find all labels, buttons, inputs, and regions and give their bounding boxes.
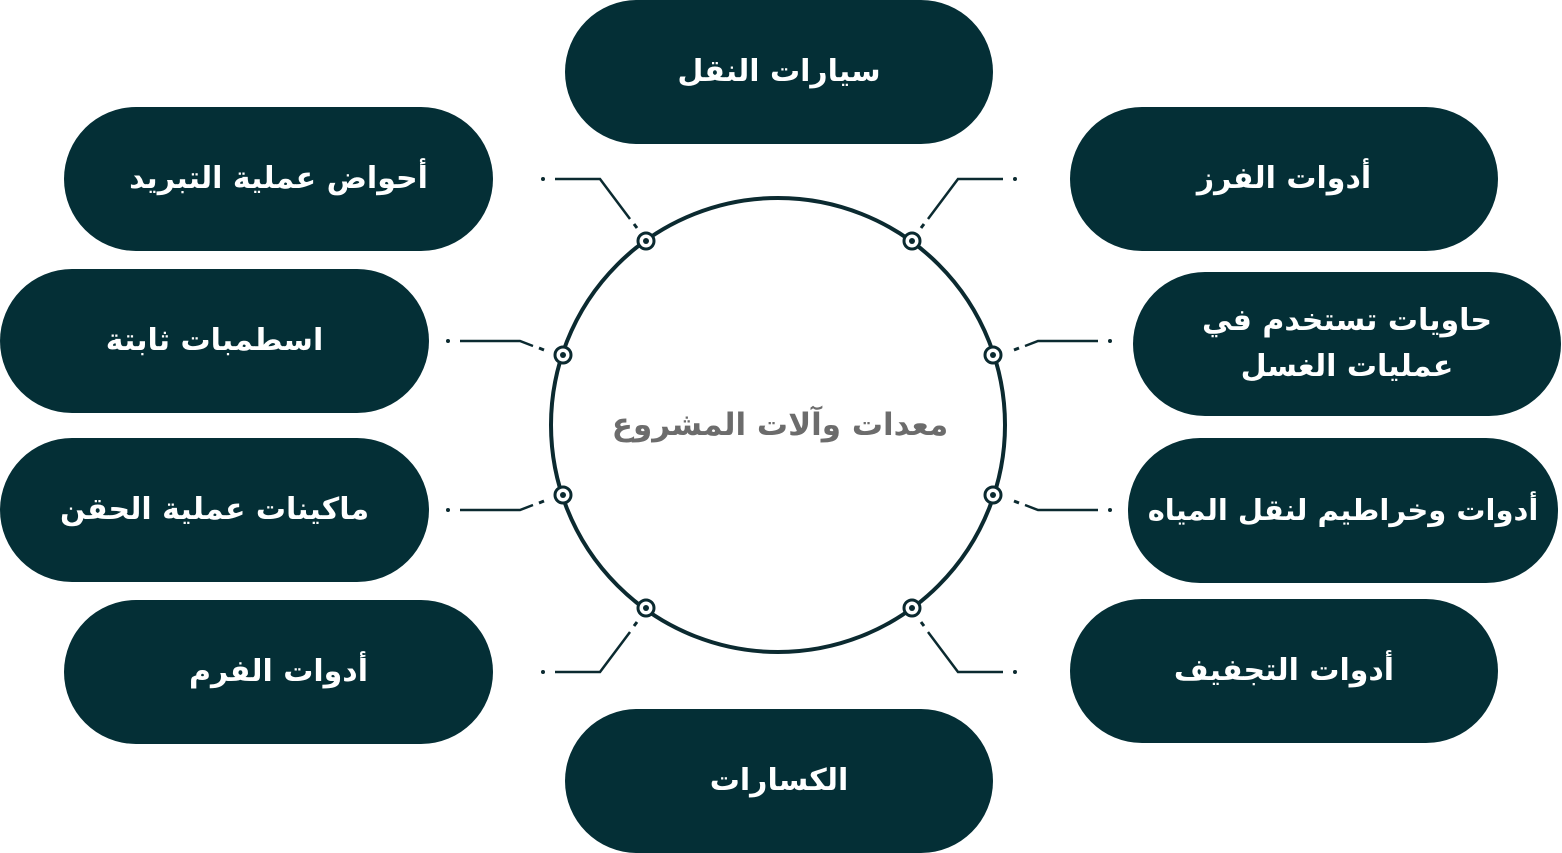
connector-right-2	[1013, 339, 1098, 352]
node-right-3: أدوات وخراطيم لنقل المياه	[1128, 438, 1558, 583]
node-left-1: أحواض عملية التبريد	[64, 107, 493, 251]
node-top: سيارات النقل	[565, 0, 993, 144]
connector-top-left	[555, 177, 639, 229]
node-left-2: اسطمبات ثابتة	[0, 269, 429, 413]
connector-top-right	[919, 177, 1003, 229]
node-bottom: الكسارات	[565, 709, 993, 853]
central-circle	[549, 196, 1007, 654]
center-label: معدات وآلات المشروع	[611, 407, 949, 443]
node-right-1: أدوات الفرز	[1070, 107, 1498, 251]
node-left-4: أدوات الفرم	[64, 600, 493, 744]
node-right-2: حاويات تستخدم في عمليات الغسل	[1133, 272, 1561, 416]
connector-right-3	[1013, 499, 1098, 512]
connector-left-2	[460, 339, 545, 352]
connector-bottom-right	[919, 621, 1003, 674]
node-left-3: ماكينات عملية الحقن	[0, 438, 429, 582]
connector-left-3	[460, 499, 545, 512]
node-right-4: أدوات التجفيف	[1070, 599, 1498, 743]
connector-bottom-left	[555, 621, 639, 674]
